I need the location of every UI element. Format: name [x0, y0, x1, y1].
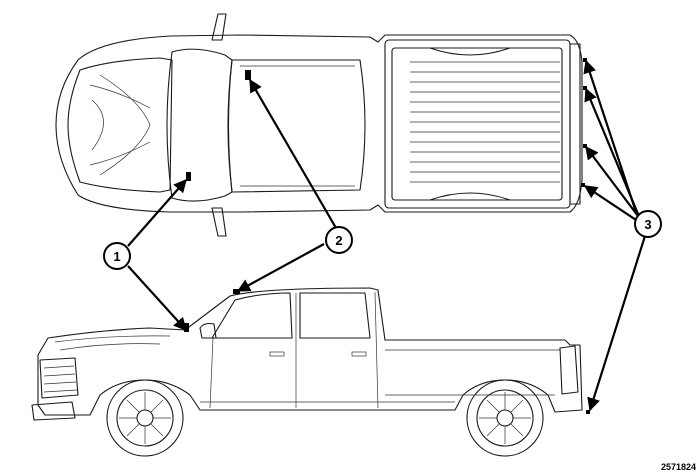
sensor-3-c — [583, 144, 587, 148]
callout-2: 2 — [325, 226, 353, 254]
callout-3: 3 — [634, 210, 662, 238]
callout-leaders — [127, 59, 647, 412]
figure-id: 2571824 — [660, 462, 696, 472]
callout-2-label: 2 — [335, 233, 342, 248]
truck-top-view — [55, 13, 583, 237]
sensor-2-top — [245, 70, 251, 80]
callout-1-label: 1 — [113, 249, 120, 264]
sensor-1-top — [186, 172, 191, 181]
sensor-3-d — [581, 183, 585, 187]
truck-side-view — [31, 287, 583, 457]
sensor-markers — [184, 58, 590, 414]
callout-3-label: 3 — [644, 217, 651, 232]
callout-1: 1 — [103, 242, 131, 270]
sensor-2-side — [233, 289, 240, 294]
sensor-3-e — [586, 410, 590, 414]
